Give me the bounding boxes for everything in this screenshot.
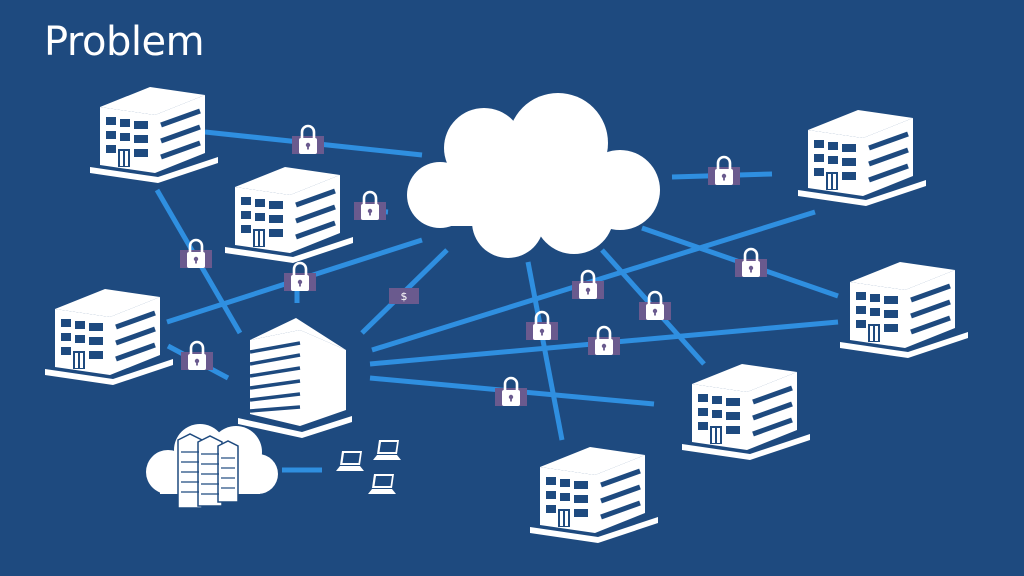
padlock-icon: [524, 310, 560, 342]
headquarters-tower-icon: [238, 318, 352, 438]
link-cloud-b7: [525, 261, 565, 441]
office-building-icon: [45, 289, 173, 385]
office-building-icon: [840, 262, 968, 358]
padlock-icon: [352, 190, 388, 222]
office-building-icon: [530, 447, 658, 543]
padlock-icon: [493, 376, 529, 408]
padlock-icon: [179, 340, 215, 372]
padlock-icon: [570, 269, 606, 301]
padlock-icon: [290, 124, 326, 156]
padlock-icon: [706, 155, 742, 187]
dollar-tag-label: $: [401, 290, 408, 303]
office-building-icon: [798, 110, 926, 206]
office-building-icon: [682, 364, 810, 460]
slide-title: Problem: [44, 19, 205, 65]
dollar-tag-icon: $: [389, 288, 419, 304]
laptop-icon: [336, 451, 364, 471]
cloud-icon: [407, 93, 660, 258]
office-building-icon: [225, 167, 353, 263]
laptop-icon: [373, 440, 401, 460]
padlock-icon: [282, 261, 318, 293]
padlock-icon: [178, 238, 214, 270]
office-building-icon: [90, 87, 218, 183]
padlock-icon: [586, 325, 622, 357]
padlock-icon: [733, 247, 769, 279]
server-cloud-icon: [146, 424, 278, 509]
laptop-icon: [368, 474, 396, 494]
